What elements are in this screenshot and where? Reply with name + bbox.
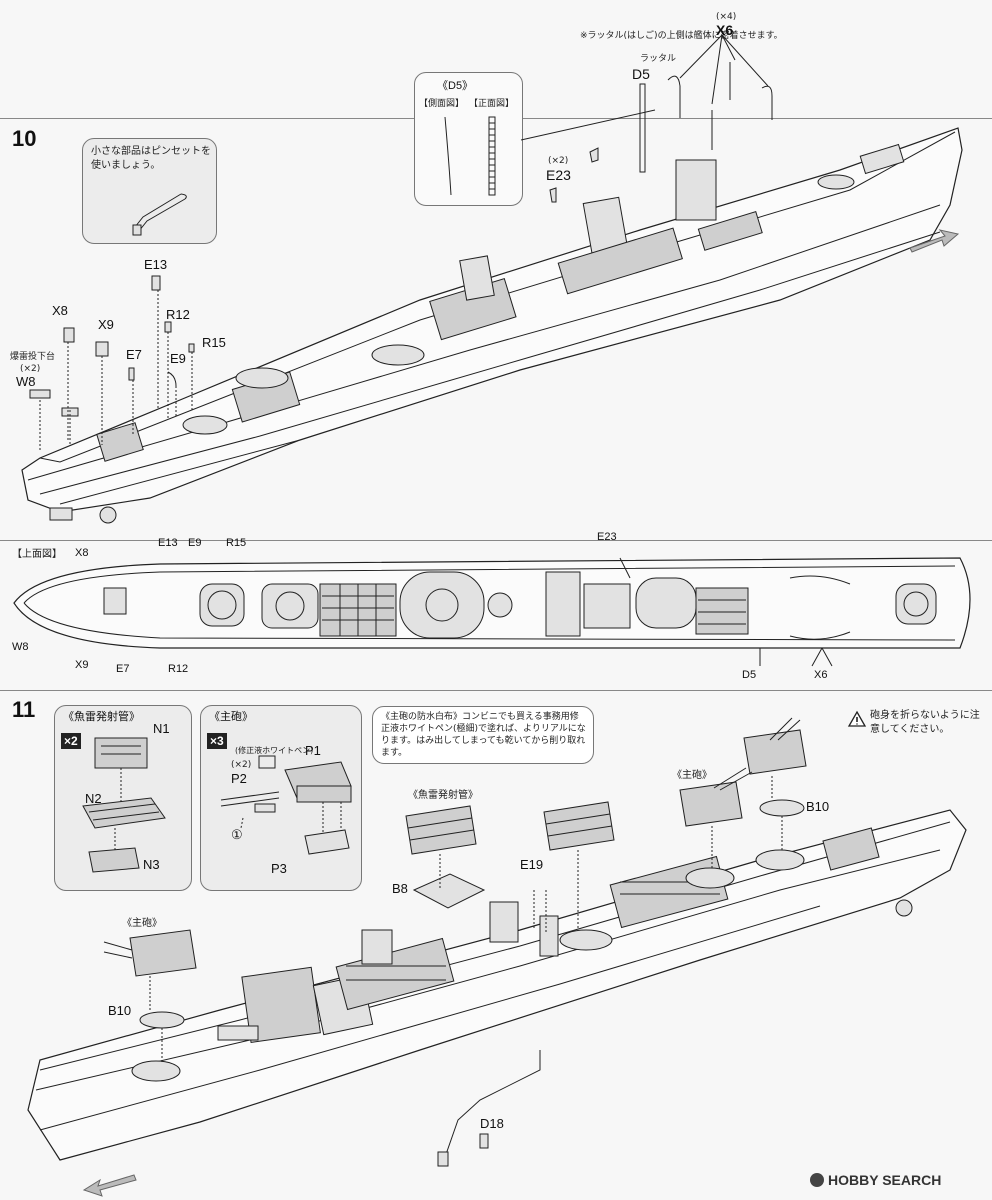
torpedo-parts-drawing: [82, 737, 166, 873]
tweezers-note: 小さな部品はピンセットを使いましょう。: [91, 146, 211, 171]
tweezers-tip-box: 小さな部品はピンセットを使いましょう。: [82, 138, 217, 244]
torpedo-mult-badge: ×2: [61, 730, 81, 749]
top-view-drawing: [13, 557, 971, 667]
torpedo-label: 《魚雷発射管》: [408, 790, 478, 801]
p3-label: P3: [271, 861, 287, 876]
gun-mult: ×3: [207, 733, 227, 749]
front-view-label: 【正面図】: [469, 99, 515, 109]
gun-label-a: 《主砲》: [672, 770, 712, 781]
x9-label: X9: [98, 317, 114, 332]
d5-box-title: 《D5》: [437, 80, 474, 92]
p1-label: P1: [305, 743, 321, 758]
top-e23-label: E23: [597, 531, 617, 543]
step10-ship-drawing: [21, 34, 963, 524]
depth-charge-label: 爆雷投下台: [10, 352, 56, 362]
x8-label: X8: [52, 303, 68, 318]
step11-ship-drawing: [27, 717, 967, 1197]
top-view-title: 【上面図】: [12, 549, 62, 560]
canvas-note-box: 《主砲の防水白布》コンビニでも買える事務用修正液ホワイトペン(極細)で塗れば、よ…: [372, 706, 594, 764]
torpedo-box-title: 《魚雷発射管》: [63, 711, 140, 723]
w8-qty: (×2): [20, 364, 41, 374]
e19-label: E19: [520, 857, 544, 872]
top-x9-label: X9: [75, 659, 89, 671]
p2-qty: (×2): [231, 760, 252, 770]
top-w8-label: W8: [12, 641, 29, 653]
top-e7-label: E7: [116, 663, 130, 675]
circle-one: ①: [231, 827, 243, 842]
side-view-label: 【側面図】: [419, 99, 465, 109]
watermark-text: HOBBY SEARCH: [828, 1172, 942, 1188]
x6-qty: (×4): [716, 12, 737, 22]
top-view-rule: [0, 540, 992, 541]
w8-label: W8: [16, 374, 36, 389]
e9-label: E9: [170, 351, 186, 366]
top-x6-label: X6: [814, 669, 828, 681]
step11-top-rule: [0, 690, 992, 691]
top-r15-label: R15: [226, 537, 247, 549]
gun-mult-badge: ×3: [207, 730, 227, 749]
main-gun-box: 《主砲》 ×3 (修正液ホワイトペン) P1 (×2) P2 ① P3: [200, 705, 362, 891]
top-e9-label: E9: [188, 537, 202, 549]
n2-label: N2: [85, 791, 102, 806]
d18-label: D18: [480, 1116, 504, 1131]
r12-label: R12: [166, 307, 190, 322]
watermark: HOBBY SEARCH: [810, 1172, 941, 1188]
canvas-note: 《主砲の防水白布》コンビニでも買える事務用修正液ホワイトペン(極細)で塗れば、よ…: [381, 712, 586, 759]
top-r12-label: R12: [168, 663, 189, 675]
b10a-label: B10: [806, 799, 830, 814]
top-d5-label: D5: [742, 669, 757, 681]
r15-label: R15: [202, 335, 226, 350]
paint-note: (修正液ホワイトペン): [235, 746, 314, 755]
step10-number: 10: [12, 126, 37, 151]
gun-parts-drawing: [220, 755, 352, 855]
e13-label: E13: [144, 257, 168, 272]
caution-text: 砲身を折らないように注意してください。: [870, 710, 980, 735]
torpedo-tube-box: 《魚雷発射管》 ×2 N1 N2 N3: [54, 705, 192, 891]
ladder-drawings: [444, 116, 496, 196]
n3-label: N3: [143, 857, 160, 872]
ladder-note: ※ラッタル(はしご)の上側は艦体に密着させます。: [580, 31, 783, 41]
n1-label: N1: [153, 721, 170, 736]
ladder-label: ラッタル: [640, 54, 677, 64]
gun-box-title: 《主砲》: [209, 711, 253, 723]
e7-label: E7: [126, 347, 142, 362]
e23-label: E23: [546, 167, 571, 183]
hobby-search-logo-icon: [810, 1173, 824, 1187]
step11-number: 11: [12, 697, 36, 722]
pen-icon: [258, 755, 276, 769]
top-x8-label: X8: [75, 547, 89, 559]
e23-qty: (×2): [548, 156, 569, 166]
torpedo-mult: ×2: [61, 733, 81, 749]
b8-label: B8: [392, 881, 408, 896]
b10b-label: B10: [108, 1003, 132, 1018]
top-e13-label: E13: [158, 537, 178, 549]
x6-label: X6: [716, 22, 734, 38]
p2-label: P2: [231, 771, 247, 786]
gun-label-b: 《主砲》: [122, 918, 162, 929]
d5-detail-box: 《D5》 【側面図】 【正面図】: [414, 72, 523, 206]
tweezers-icon: [132, 193, 187, 236]
d5-label: D5: [632, 66, 650, 82]
warning-icon: [847, 710, 867, 727]
